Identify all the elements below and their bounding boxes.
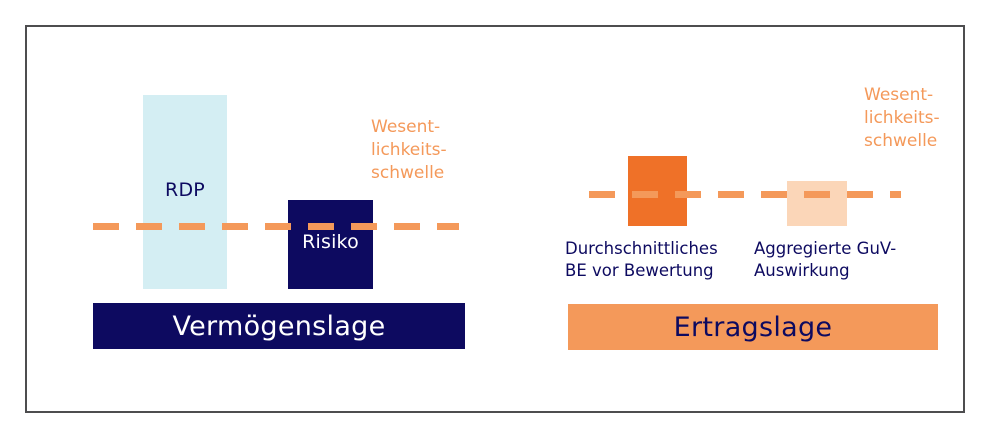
threshold-caption-right: Wesent- lichkeits- schwelle xyxy=(864,85,940,151)
category-bar-ertragslage-label: Ertragslage xyxy=(673,311,833,343)
bar-rdp-label: RDP xyxy=(165,179,205,201)
threshold-line-left xyxy=(93,223,459,230)
bar-risiko-label: Risiko xyxy=(302,231,359,253)
bar-risiko: Risiko xyxy=(288,200,373,289)
bar-rdp: RDP xyxy=(143,95,227,289)
figure-frame: RDP Risiko Wesent- lichkeits- schwelle V… xyxy=(25,25,965,413)
bar-durchschnittliches-be-label: Durchschnittliches BE vor Bewertung xyxy=(565,239,718,280)
threshold-caption-left: Wesent- lichkeits- schwelle xyxy=(371,117,447,183)
category-bar-vermoegenslage: Vermögenslage xyxy=(93,303,465,349)
bar-aggregierte-guv-auswirkung xyxy=(787,181,847,226)
category-bar-ertragslage: Ertragslage xyxy=(568,304,938,350)
threshold-line-right xyxy=(589,191,901,198)
bar-aggregierte-guv-auswirkung-label: Aggregierte GuV- Auswirkung xyxy=(754,239,897,280)
category-bar-vermoegenslage-label: Vermögenslage xyxy=(172,310,386,342)
